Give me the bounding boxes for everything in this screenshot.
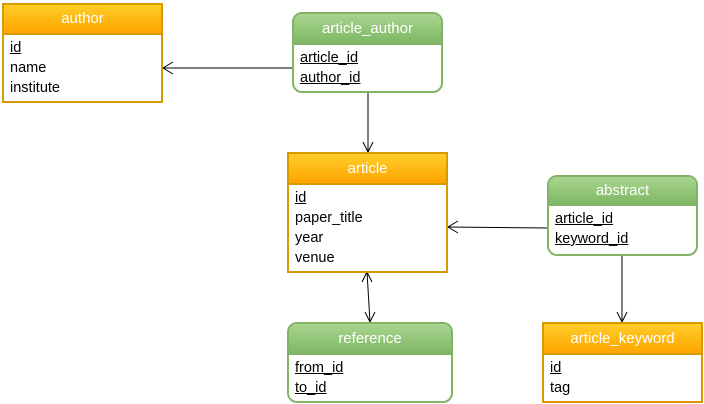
entity-abstract-title: abstract	[549, 177, 696, 206]
entity-reference-title: reference	[289, 324, 451, 355]
field-abstract-article-id: article_id	[555, 211, 614, 227]
link-article-reference	[366, 271, 371, 323]
link-article-abstract	[447, 226, 549, 229]
entity-abstract[interactable]: abstract article_id keyword_id	[547, 175, 698, 256]
field-article-author-author-id: author_id	[300, 70, 361, 86]
entity-article-keyword[interactable]: article_keyword id tag	[542, 322, 703, 403]
entity-article-title: article	[289, 154, 446, 185]
field-article-id: id	[295, 190, 307, 206]
field-article-keyword-id: id	[550, 360, 562, 376]
entity-author-title: author	[4, 5, 161, 35]
field-article-venue: venue	[295, 250, 335, 266]
entity-author[interactable]: author id name institute	[2, 3, 163, 103]
entity-article-author-title: article_author	[294, 14, 441, 45]
field-article-keyword-tag: tag	[550, 380, 571, 396]
field-author-institute: institute	[10, 80, 60, 96]
entity-article-author[interactable]: article_author article_id author_id	[292, 12, 443, 93]
field-author-name: name	[10, 60, 47, 76]
field-article-year: year	[295, 230, 324, 246]
field-article-author-article-id: article_id	[300, 50, 359, 66]
entity-article-keyword-title: article_keyword	[544, 324, 701, 355]
field-reference-to-id: to_id	[295, 380, 327, 396]
crows-foot-article-right	[447, 220, 459, 234]
entity-article[interactable]: article id paper_title year venue	[287, 152, 448, 273]
entity-reference[interactable]: reference from_id to_id	[287, 322, 453, 403]
crows-foot-author	[162, 61, 174, 75]
field-reference-from-id: from_id	[295, 360, 344, 376]
field-abstract-keyword-id: keyword_id	[555, 231, 629, 247]
field-author-id: id	[10, 40, 22, 56]
field-article-paper-title: paper_title	[295, 210, 363, 226]
